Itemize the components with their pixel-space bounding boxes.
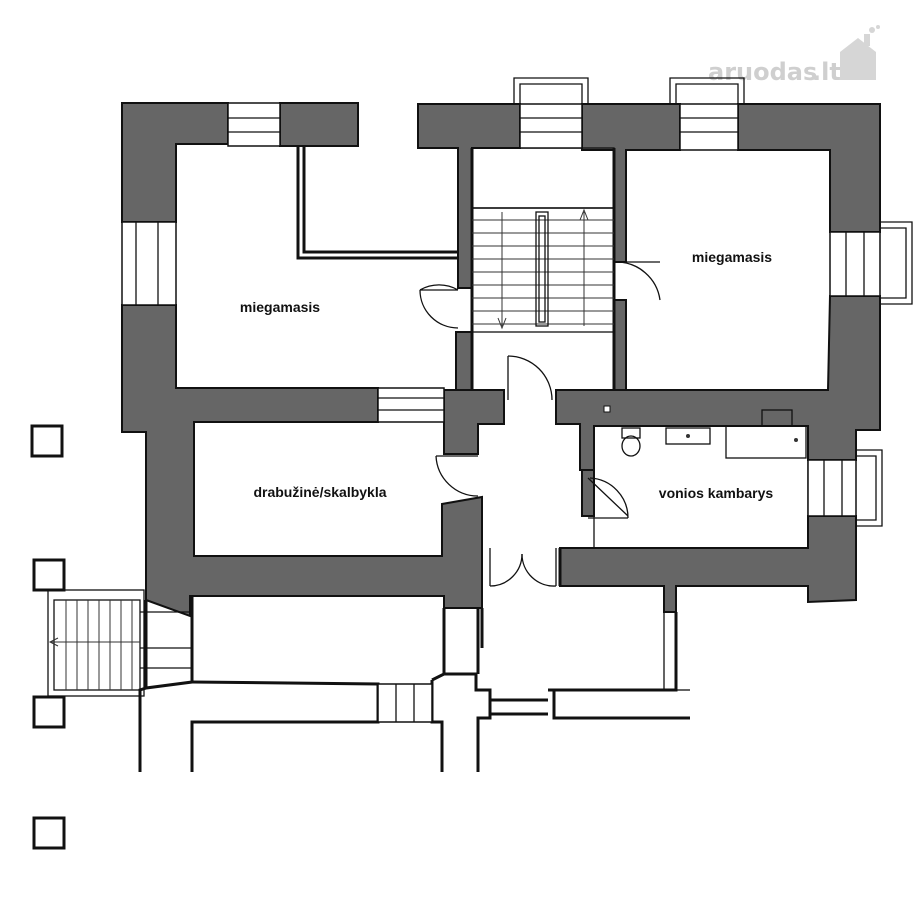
lower-outline — [138, 596, 690, 772]
window — [519, 103, 583, 149]
wall-segment — [279, 102, 359, 147]
toilet-icon — [621, 427, 641, 457]
watermark-logo: aruodas .lt — [708, 25, 880, 86]
house-chimney-icon — [840, 25, 880, 80]
window — [679, 103, 739, 151]
window — [121, 221, 177, 306]
staircase — [471, 207, 615, 333]
column-marker — [32, 558, 66, 592]
wall-segment — [555, 295, 881, 471]
column-marker — [30, 424, 64, 458]
room-label-bedroom-right: miegamasis — [692, 249, 772, 265]
window — [829, 231, 881, 297]
wall-segment — [417, 103, 521, 289]
windows — [121, 77, 913, 527]
wall-segment — [455, 331, 473, 391]
column-marker — [32, 695, 66, 729]
watermark-text: aruodas — [708, 58, 817, 86]
watermark-suffix: .lt — [812, 58, 841, 86]
wall-segment — [559, 515, 857, 613]
wall-segment — [121, 304, 483, 618]
room-label-bedroom-left: miegamasis — [240, 299, 320, 315]
wall-segment — [737, 103, 881, 233]
drain-icon — [603, 405, 611, 413]
wall-segment — [443, 389, 505, 455]
window — [377, 387, 445, 423]
column-marker — [32, 816, 66, 850]
walls — [121, 102, 881, 618]
interior-lines — [296, 146, 809, 648]
room-label-bathroom: vonios kambarys — [659, 485, 774, 501]
columns — [30, 424, 66, 850]
room-label-closet-laundry: drabužinė/skalbykla — [253, 484, 386, 500]
sink-icon — [665, 427, 711, 445]
entry-stairs — [47, 589, 192, 697]
window — [807, 459, 857, 517]
wall-segment — [613, 299, 627, 391]
bathtub-icon — [725, 409, 807, 459]
window — [227, 102, 281, 147]
bathroom-fixtures — [603, 405, 807, 459]
wall-segment — [581, 469, 595, 517]
doors — [419, 261, 661, 587]
wall-segment — [581, 103, 681, 263]
wall-segment — [121, 102, 229, 223]
